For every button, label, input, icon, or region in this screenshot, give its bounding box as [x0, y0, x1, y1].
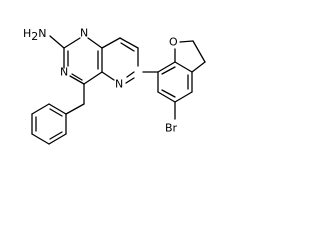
bond-c2-n1 — [63, 37, 81, 49]
bond-n1-c8a — [87, 37, 103, 49]
bond-ph-2-3-inner — [49, 131, 63, 140]
bond-ch2-c3a — [191, 61, 206, 73]
bond-ch2-phenyl — [65, 103, 85, 115]
bond-c4-n3 — [69, 75, 85, 85]
bond-c6-n5 — [125, 77, 135, 84]
bond-c8a-c8 — [101, 37, 121, 49]
bond-ph-6-1 — [48, 103, 67, 115]
bond-ar-e-f — [157, 91, 176, 103]
furan-oxygen-label: O — [169, 36, 178, 49]
bond-c6-n5-inner — [126, 71, 135, 78]
bond-lines — [31, 35, 206, 145]
bond-ph-6-1-inner — [49, 108, 63, 117]
bond-nh2-c2 — [49, 35, 65, 49]
ring-nitrogen-bridge-label: N — [115, 78, 123, 91]
bond-ar-d-e — [174, 91, 193, 103]
bond-ar-a-b-inner — [161, 66, 176, 75]
bromine-label: Br — [165, 122, 178, 135]
bond-ch2-ch2 — [192, 40, 206, 63]
bond-n5-c4a — [101, 71, 115, 81]
molecule-structure-drawing: H2N N N N O Br — [23, 27, 206, 145]
bond-ph-5-6 — [31, 103, 50, 115]
bond-o-ch2 — [179, 40, 194, 43]
ring-nitrogen-left-label: N — [60, 66, 68, 79]
bond-ph-2-3 — [48, 133, 67, 145]
bond-c8-c7-inner — [120, 42, 135, 52]
bond-ar-b-c — [174, 61, 193, 73]
ring-nitrogen-top-label: N — [80, 27, 88, 40]
bond-ar-e-f-inner — [161, 89, 176, 98]
atom-labels: H2N N N N O Br — [23, 27, 178, 135]
bond-c8-c7 — [119, 37, 139, 49]
bond-ar-a-b — [157, 61, 176, 73]
bond-ph-3-4 — [31, 133, 50, 145]
bond-c4a-c4 — [83, 71, 103, 85]
amine-label: H2N — [23, 27, 47, 43]
bond-c4-n3-inner — [71, 73, 83, 81]
